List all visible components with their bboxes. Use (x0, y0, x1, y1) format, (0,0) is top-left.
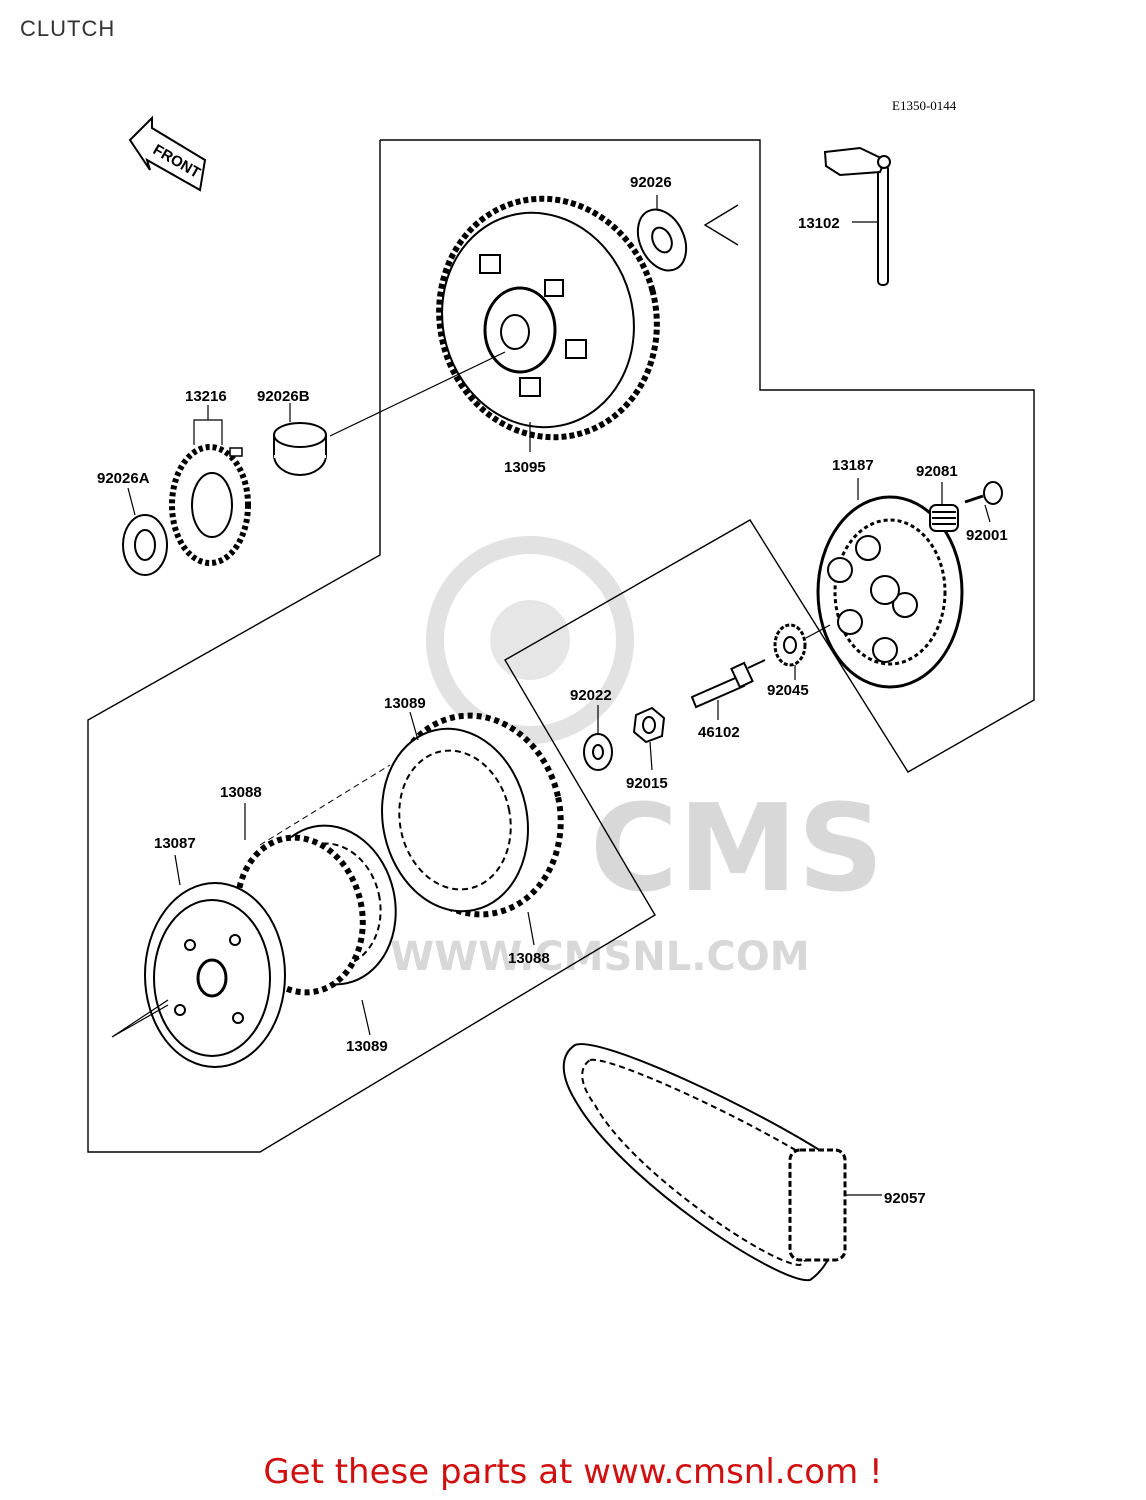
label-92057: 92057 (884, 1190, 926, 1207)
washer-small-icon (583, 733, 613, 771)
gear-icon (169, 444, 251, 566)
label-92022: 92022 (570, 687, 612, 704)
bearing-icon (773, 623, 807, 667)
label-92026A: 92026A (97, 470, 150, 487)
watermark-url: WWW.CMSNL.COM (390, 934, 810, 980)
watermark: CMS WWW.CMSNL.COM (390, 536, 884, 980)
spring-icon (929, 504, 959, 532)
group-outline (87, 139, 1035, 1153)
page-title: CLUTCH (20, 16, 116, 41)
label-92026: 92026 (630, 174, 672, 191)
footer-link[interactable]: Get these parts at www.cmsnl.com ! (263, 1452, 883, 1492)
pressure-plate-icon (816, 495, 964, 689)
label-13088-right: 13088 (508, 950, 550, 967)
push-rod-icon (690, 659, 766, 709)
watermark-brand: CMS (590, 780, 884, 919)
label-13216: 13216 (185, 388, 227, 405)
label-92045: 92045 (767, 682, 809, 699)
label-13102: 13102 (798, 215, 840, 232)
label-92026B: 92026B (257, 388, 310, 405)
washer-icon (636, 208, 688, 272)
diagram-code: E1350-0144 (892, 98, 957, 113)
clutch-housing-icon (436, 195, 660, 441)
label-92015: 92015 (626, 775, 668, 792)
label-92001: 92001 (966, 527, 1008, 544)
washer-left-icon (122, 514, 168, 576)
label-46102: 46102 (698, 724, 740, 741)
label-13087: 13087 (154, 835, 196, 852)
sleeve-icon (273, 422, 327, 476)
clutch-hub-icon (144, 882, 286, 1068)
label-13089-top: 13089 (384, 695, 426, 712)
label-13187: 13187 (832, 457, 874, 474)
label-92081: 92081 (916, 463, 958, 480)
label-13089-bottom: 13089 (346, 1038, 388, 1055)
nut-icon (632, 706, 666, 744)
clutch-plates-icon (234, 712, 564, 996)
chain-icon (562, 1043, 847, 1282)
front-arrow-icon: FRONT (128, 115, 207, 192)
label-13095: 13095 (504, 459, 546, 476)
push-lever-icon (823, 146, 891, 286)
bolt-icon (964, 481, 1003, 505)
label-13088-left: 13088 (220, 784, 262, 801)
